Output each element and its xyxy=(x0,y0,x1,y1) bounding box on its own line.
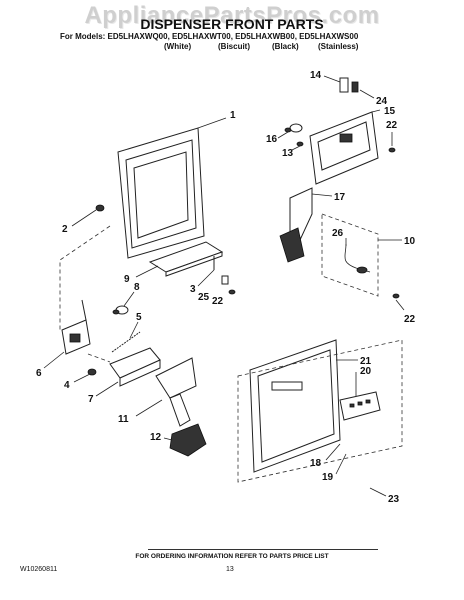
callout-6: 6 xyxy=(36,368,42,379)
leader-dashed-left xyxy=(59,225,111,330)
page-title: DISPENSER FRONT PARTS xyxy=(140,16,324,32)
part-9-drip-tray xyxy=(135,241,224,278)
callout-22-top: 22 xyxy=(386,120,398,131)
part-20-ui-board xyxy=(339,372,381,421)
part-15-control-panel xyxy=(309,109,381,185)
callout-10: 10 xyxy=(404,236,416,247)
callout-7: 7 xyxy=(88,394,94,405)
part-6-switch xyxy=(43,299,91,369)
part-11-actuator xyxy=(135,357,197,427)
page-number: 13 xyxy=(226,566,234,573)
leader-dashed-lower-left xyxy=(87,353,111,363)
callout-12: 12 xyxy=(150,432,162,443)
callout-19: 19 xyxy=(322,472,334,483)
callout-13: 13 xyxy=(282,148,294,159)
callout-21: 21 xyxy=(360,356,372,367)
part-2-screw xyxy=(71,204,105,227)
callout-15: 15 xyxy=(384,106,396,117)
part-14-24-bracket xyxy=(323,75,375,99)
part-1-housing xyxy=(117,117,227,259)
part-23-dashed-outline xyxy=(237,339,403,483)
part-10-wire-harness-box xyxy=(321,213,402,297)
callout-11: 11 xyxy=(118,414,129,425)
color-label-biscuit: (Biscuit) xyxy=(218,42,250,51)
callout-5: 5 xyxy=(136,312,142,323)
callout-24: 24 xyxy=(376,96,388,107)
callout-20: 20 xyxy=(360,366,372,377)
watermark-text: AppliancePartsPros.com xyxy=(84,2,380,29)
callout-22-right: 22 xyxy=(404,314,416,325)
callout-26: 26 xyxy=(332,228,344,239)
part-5-spring xyxy=(111,321,141,353)
ordering-info-footer: FOR ORDERING INFORMATION REFER TO PARTS … xyxy=(135,553,329,560)
color-label-white: (White) xyxy=(164,42,192,51)
part-17-flap xyxy=(279,187,333,263)
part-21-front-panel xyxy=(249,339,358,473)
callout-22-left: 22 xyxy=(212,296,224,307)
callout-3: 3 xyxy=(190,284,196,295)
callout-9: 9 xyxy=(124,274,130,285)
color-label-black: (Black) xyxy=(272,42,299,51)
color-label-stainless: (Stainless) xyxy=(318,42,359,51)
part-22-screw-top xyxy=(388,147,396,153)
part-3-25-22-screws xyxy=(197,256,236,295)
callout-1: 1 xyxy=(230,110,236,121)
callout-23: 23 xyxy=(388,494,400,505)
footer-divider xyxy=(148,549,378,550)
part-4-screw xyxy=(73,368,97,383)
callout-4: 4 xyxy=(64,380,70,391)
callout-8: 8 xyxy=(134,282,140,293)
callout-14: 14 xyxy=(310,70,322,81)
part-22-screw-mid xyxy=(392,293,400,299)
models-line: For Models: ED5LHAXWQ00, ED5LHAXWT00, ED… xyxy=(60,32,359,41)
part-12-pad xyxy=(163,423,207,457)
part-16-13-lamp xyxy=(277,123,304,151)
document-id: W10260811 xyxy=(20,566,58,573)
part-8 xyxy=(112,291,135,315)
callout-17: 17 xyxy=(334,192,346,203)
callout-18: 18 xyxy=(310,458,322,469)
callout-2: 2 xyxy=(62,224,68,235)
part-7-bracket xyxy=(95,347,161,397)
callout-25: 25 xyxy=(198,292,210,303)
callout-16: 16 xyxy=(266,134,278,145)
